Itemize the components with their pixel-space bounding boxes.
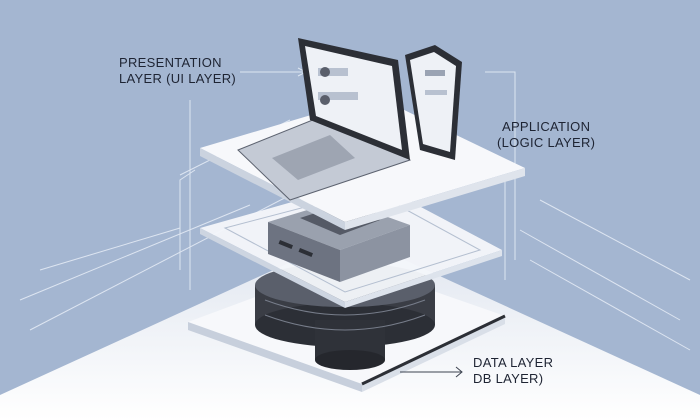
data-label-line2: DB LAYER) — [473, 371, 544, 386]
data-label-line1: DATA LAYER — [473, 355, 554, 370]
presentation-label-line1: PRESENTATION — [119, 55, 222, 70]
data-layer-label: DATA LAYER DB LAYER) — [473, 355, 553, 387]
tablet-icon — [405, 45, 462, 160]
application-layer-label: APPLICATION (LOGIC LAYER) — [497, 119, 595, 151]
data-layer-arrow — [400, 366, 463, 378]
presentation-layer-label: PRESENTATION LAYER (UI LAYER) — [119, 55, 236, 87]
presentation-label-line2: LAYER (UI LAYER) — [119, 71, 237, 86]
laptop-icon — [237, 38, 411, 201]
application-label-line1: APPLICATION — [501, 119, 591, 134]
application-label-line2: (LOGIC LAYER) — [497, 135, 596, 150]
